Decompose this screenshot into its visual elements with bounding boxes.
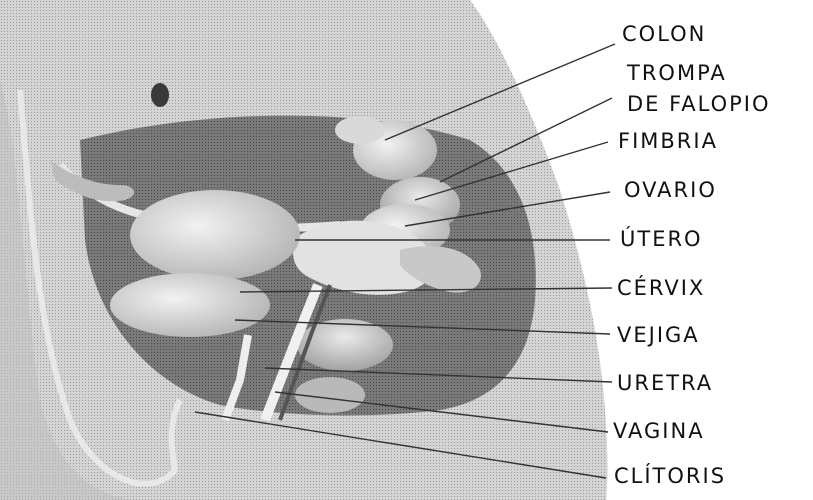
label-colon: COLON <box>622 24 706 45</box>
label-fimbria: FIMBRIA <box>618 131 718 152</box>
navel <box>151 83 169 107</box>
label-utero: ÚTERO <box>620 229 703 250</box>
bladder-top <box>130 190 300 280</box>
label-clitoris: CLÍTORIS <box>614 466 726 487</box>
label-ovario: OVARIO <box>624 180 717 201</box>
label-uretra: URETRA <box>617 373 713 394</box>
label-trompa-line2: DE FALOPIO <box>627 94 771 115</box>
bladder <box>110 273 270 337</box>
label-cervix: CÉRVIX <box>617 278 705 299</box>
label-vejiga: VEJIGA <box>617 325 700 346</box>
label-trompa-line1: TROMPA <box>627 63 727 84</box>
colon-fold <box>335 116 385 144</box>
label-vagina: VAGINA <box>613 421 705 442</box>
rectum <box>297 319 393 371</box>
